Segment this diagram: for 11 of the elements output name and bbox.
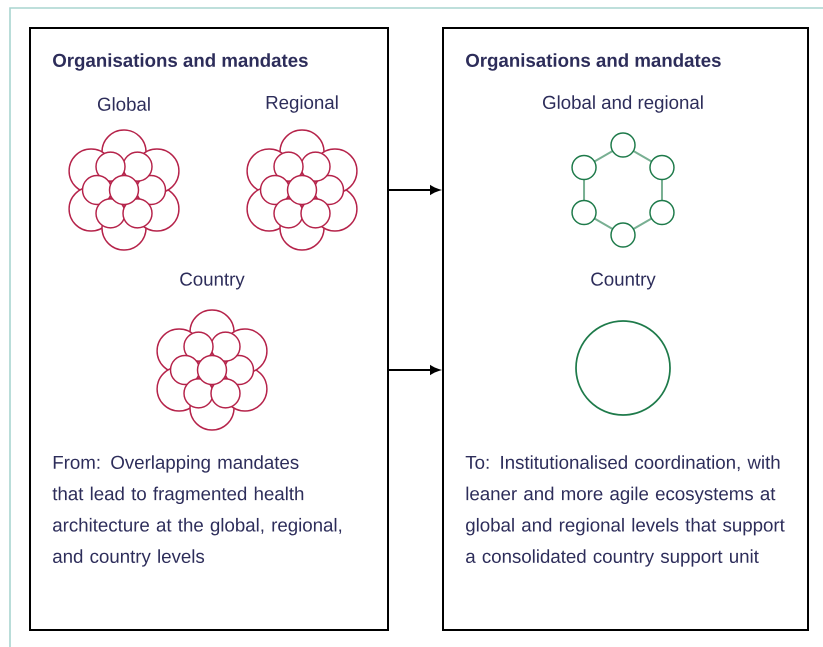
label: Country [591, 272, 656, 290]
label: Global and regional [543, 95, 703, 113]
heading: Organisations and mandates [53, 53, 308, 71]
description: From: Overlapping mandates that lead to fragmented health architecture at the global, regional, and country levels [52, 455, 342, 567]
description: To: Institutionalised coordination, with leaner and more agile ecosystems at global and regional levels that support a consolidated country support unit [466, 455, 785, 567]
heading: Organisations and mandates [466, 53, 721, 71]
arrow [389, 186, 440, 194]
arrow [389, 366, 440, 374]
label: Global [98, 97, 150, 111]
label: Country [180, 272, 245, 290]
label: Regional [266, 95, 338, 113]
